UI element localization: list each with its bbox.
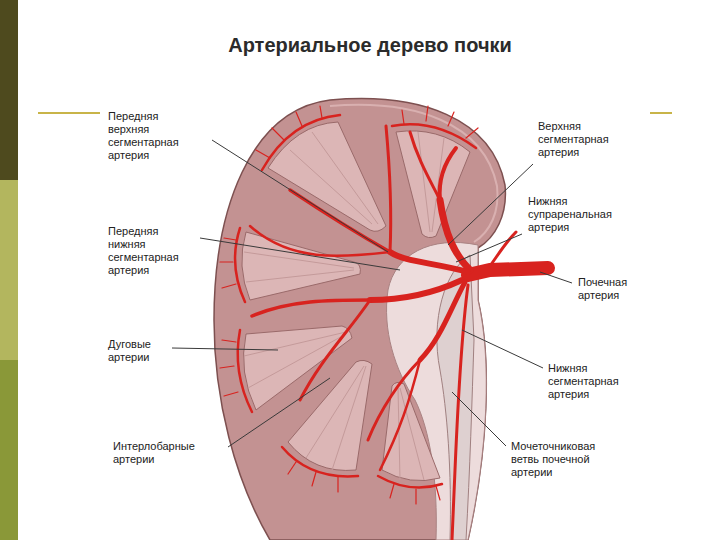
artery-tree	[380, 360, 420, 470]
arcuate-arteries	[235, 115, 476, 488]
interlobular-twigs	[337, 477, 338, 492]
slide-title: Артериальное дерево почки	[10, 34, 720, 57]
interlobular-twigs	[272, 128, 284, 140]
interlobular-twigs	[220, 366, 234, 368]
interlobular-twigs	[220, 261, 233, 262]
arcuate-arteries	[392, 124, 476, 148]
part-label: Нижняя сегментарная артерия	[547, 362, 649, 401]
artery-tree	[490, 232, 516, 266]
artery-tree	[440, 200, 470, 270]
part-label: Дуговые артерии	[107, 338, 169, 364]
pyramid-stripes	[246, 270, 354, 282]
interlobular-twigs	[448, 112, 454, 126]
interlobular-twigs	[466, 128, 478, 138]
part-label: Передняя верхняя сегментарная артерия	[107, 110, 194, 162]
interlobular-twigs	[256, 150, 270, 158]
slide-decor	[0, 0, 18, 180]
arcuate-arteries	[282, 447, 358, 476]
part-label: Почечная артерия	[577, 276, 654, 302]
slide-decor	[650, 112, 672, 114]
artery-tree	[368, 360, 420, 440]
pyramid-stripes	[332, 366, 366, 470]
leader-lines	[228, 378, 330, 447]
slide-decor	[0, 180, 18, 360]
arcuate-arteries	[235, 228, 245, 302]
slide-decor	[38, 112, 100, 114]
interlobular-twigs	[312, 472, 316, 486]
kidney-body	[214, 99, 505, 540]
leader-lines	[540, 272, 572, 283]
pyramid-stripes	[306, 366, 364, 458]
leader-lines	[172, 348, 278, 350]
interlobular-twigs	[222, 340, 236, 342]
artery-tree	[250, 226, 390, 256]
renal-pyramids	[242, 232, 361, 300]
arcuate-arteries	[378, 476, 442, 488]
part-label: Верхняя сегментарная артерия	[537, 120, 639, 159]
artery-tree	[440, 148, 456, 200]
leader-lines	[456, 234, 522, 262]
kidney-body	[214, 99, 505, 540]
leader-lines	[462, 330, 543, 368]
pyramid-stripes	[398, 388, 400, 480]
slide-decor	[0, 360, 18, 540]
interlobular-twigs	[224, 392, 238, 396]
artery-tree	[370, 280, 462, 300]
pyramid-stripes	[244, 132, 444, 480]
interlobular-twigs	[220, 106, 478, 504]
artery-tree	[468, 268, 548, 275]
interlobular-twigs	[390, 484, 394, 498]
interlobular-twigs	[402, 110, 404, 124]
renal-pyramids	[288, 360, 372, 470]
artery-tree	[386, 126, 391, 252]
leader-lines	[172, 140, 572, 447]
arcuate-arteries	[238, 330, 252, 412]
pyramid-stripes	[400, 388, 424, 480]
pyramid-stripes	[418, 132, 430, 232]
leader-lines	[452, 392, 506, 446]
part-label: Нижняя супраренальная артерия	[527, 195, 639, 234]
interlobular-twigs	[426, 106, 428, 121]
artery-tree	[300, 300, 370, 400]
leader-lines	[200, 238, 400, 270]
artery-tree	[420, 282, 465, 360]
part-label: Интерлобарные артерии	[112, 440, 209, 466]
slide-decor	[0, 0, 672, 540]
pyramid-stripes	[248, 334, 346, 388]
interlobular-twigs	[222, 284, 236, 288]
artery-tree	[252, 300, 370, 316]
interlobular-twigs	[296, 112, 302, 126]
artery-tree	[250, 126, 548, 540]
renal-pyramids	[396, 131, 470, 238]
interlobular-twigs	[224, 238, 236, 240]
interlobular-twigs	[288, 462, 296, 474]
interlobular-twigs	[415, 489, 416, 504]
part-label: Передняя нижняя сегментарная артерия	[107, 225, 194, 277]
pyramid-stripes	[290, 150, 372, 224]
interlobular-twigs	[436, 486, 440, 500]
artery-tree	[410, 132, 440, 200]
part-label: Мочеточниковая ветвь почечной артерии	[510, 440, 627, 479]
leader-lines	[448, 164, 533, 245]
renal-pyramids	[242, 122, 470, 481]
artery-tree	[452, 285, 468, 540]
leader-lines	[212, 140, 388, 252]
interlobular-twigs	[320, 106, 322, 118]
